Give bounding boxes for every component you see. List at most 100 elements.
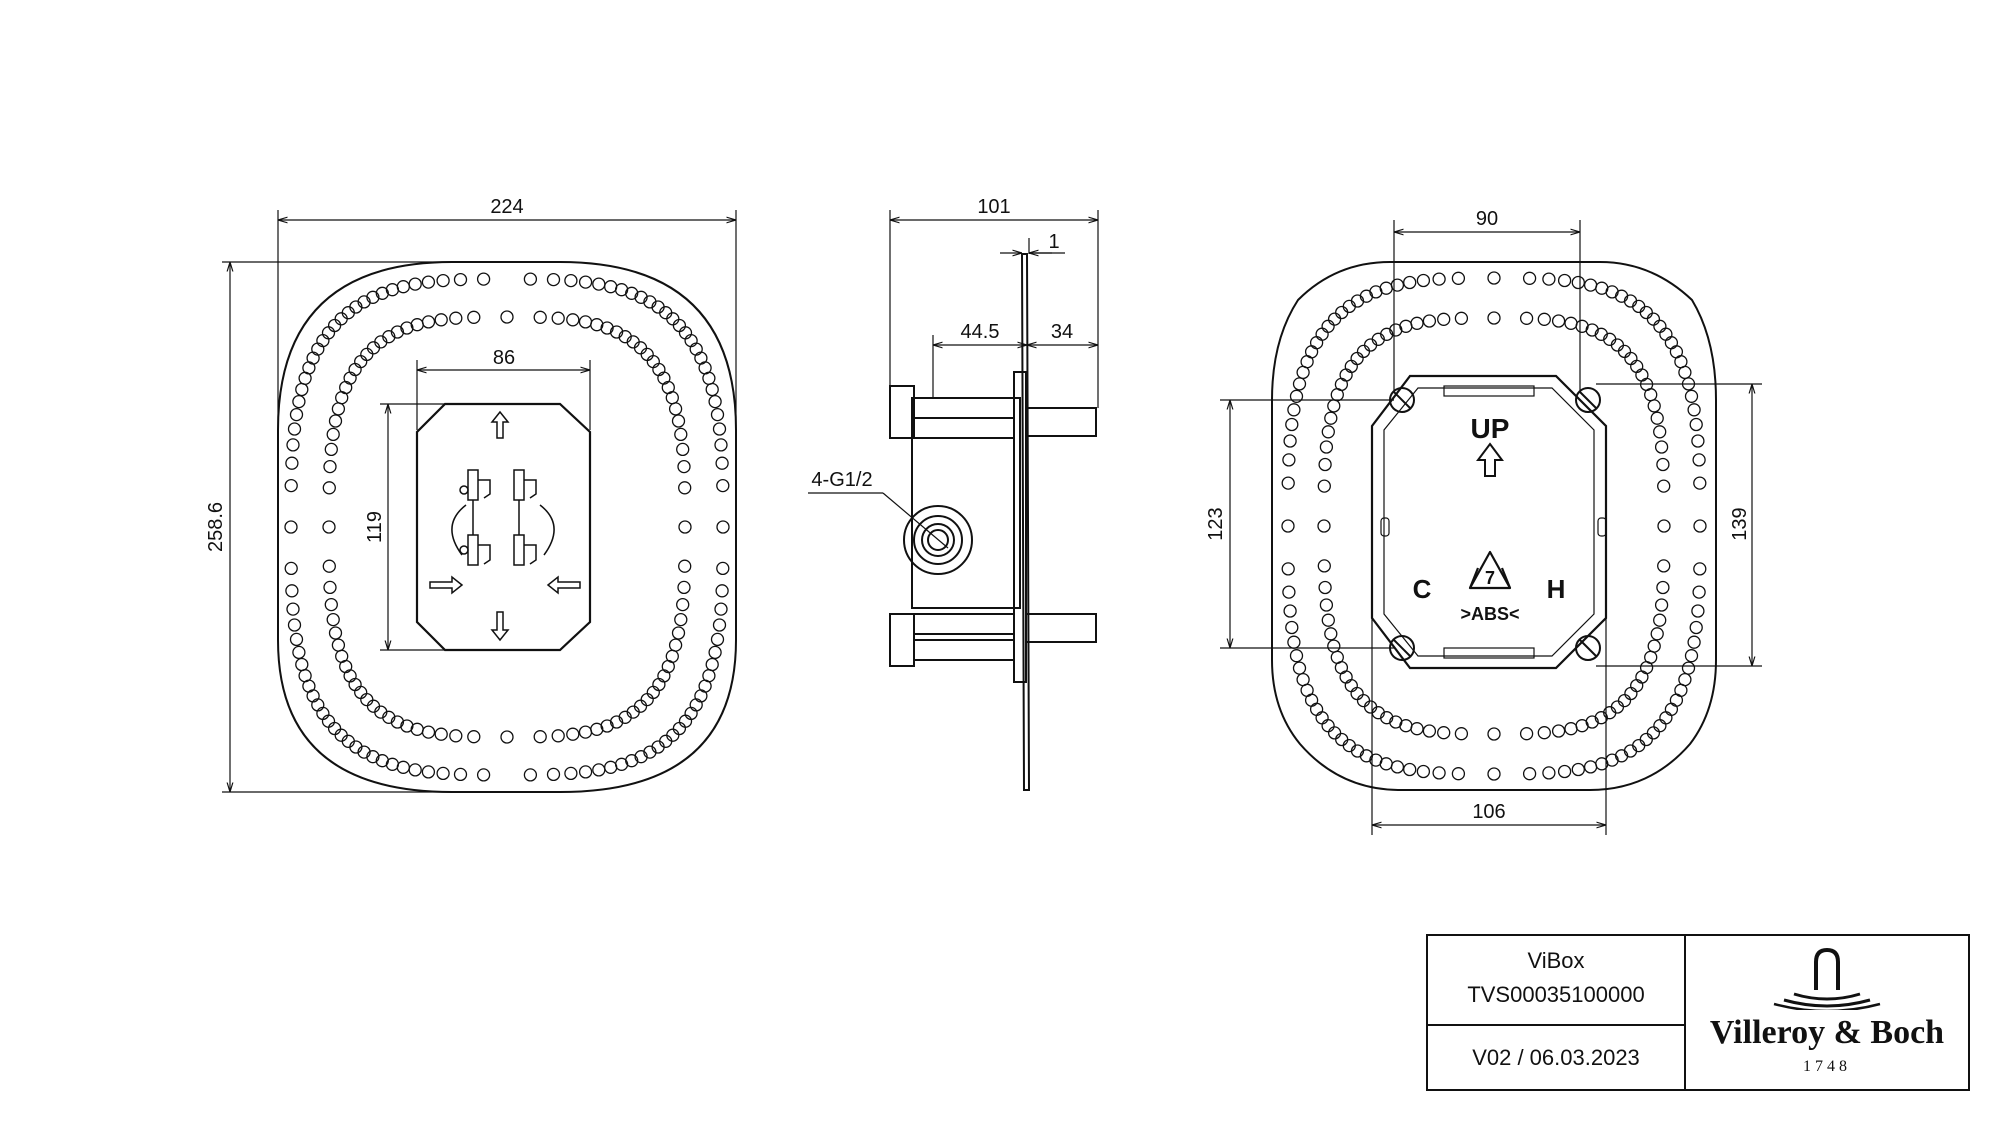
mounting-hole: [1309, 702, 1324, 716]
mounting-hole: [678, 714, 693, 728]
mounting-hole: [689, 698, 703, 712]
brand-name: Villeroy & Boch: [1709, 1014, 1945, 1051]
mounting-hole: [322, 559, 336, 573]
mounting-hole: [1330, 650, 1344, 664]
mounting-hole: [533, 310, 547, 324]
mounting-hole: [1282, 585, 1296, 599]
mounting-hole: [694, 689, 708, 703]
mounting-hole: [285, 456, 299, 470]
mounting-hole: [360, 347, 374, 362]
mounting-hole: [578, 275, 593, 289]
mounting-hole: [1624, 686, 1638, 701]
mounting-hole: [564, 766, 578, 781]
mounting-hole: [1575, 719, 1589, 733]
mounting-hole: [1283, 604, 1297, 618]
mounting-hole: [1281, 476, 1295, 490]
mounting-hole: [676, 442, 690, 457]
mounting-hole: [1650, 411, 1664, 425]
mounting-hole: [326, 427, 340, 442]
mounting-hole: [1359, 289, 1374, 303]
arrow-up-icon: [1476, 442, 1504, 477]
mounting-hole: [1693, 562, 1707, 576]
mounting-hole: [1557, 764, 1572, 779]
mounting-hole: [295, 382, 309, 397]
mounting-hole: [1454, 311, 1469, 325]
mounting-hole: [684, 706, 698, 721]
mounting-hole: [1594, 711, 1608, 725]
mounting-hole: [1334, 377, 1349, 392]
mounting-hole: [671, 414, 686, 428]
mounting-hole: [1454, 727, 1469, 741]
mounting-hole: [705, 657, 719, 672]
mounting-hole: [1422, 314, 1437, 328]
mounting-hole: [467, 310, 481, 324]
mounting-hole: [625, 286, 639, 300]
mounting-hole: [1281, 519, 1295, 533]
mounting-hole: [1653, 613, 1667, 627]
mounting-hole: [1487, 767, 1501, 781]
mounting-hole: [600, 321, 614, 335]
dim-side-plate: 1: [1048, 231, 1059, 253]
mounting-hole: [609, 715, 624, 729]
mounting-hole: [1564, 722, 1578, 736]
mounting-hole: [385, 283, 400, 297]
mounting-hole: [1335, 305, 1349, 320]
mounting-hole: [1542, 272, 1556, 286]
recycle-number: 7: [1485, 568, 1495, 588]
mounting-hole: [1363, 338, 1378, 352]
mounting-hole: [1410, 722, 1424, 736]
mounting-hole: [1319, 440, 1334, 454]
mounting-hole: [640, 347, 654, 362]
dim-back-left: 123: [1205, 507, 1227, 540]
mounting-hole: [500, 310, 514, 324]
mounting-hole: [1630, 359, 1644, 374]
mounting-hole: [434, 727, 448, 741]
mounting-hole: [1537, 312, 1551, 326]
mounting-hole: [689, 342, 703, 356]
mounting-hole: [1639, 660, 1654, 675]
dim-front-height-inner: 119: [364, 511, 386, 543]
mounting-hole: [500, 730, 514, 744]
mounting-hole: [677, 459, 691, 474]
mounting-hole: [1585, 323, 1599, 337]
mounting-hole: [546, 767, 561, 782]
mounting-hole: [1296, 672, 1310, 687]
mounting-hole: [354, 685, 368, 700]
mounting-hole: [657, 371, 671, 385]
brand-year: 1748: [1803, 1058, 1851, 1075]
mounting-hole: [396, 760, 410, 774]
mounting-hole: [1659, 711, 1673, 725]
mounting-hole: [1317, 519, 1331, 533]
mounting-hole: [1380, 327, 1394, 341]
mounting-hole: [668, 638, 683, 652]
mounting-hole: [1416, 273, 1431, 288]
mounting-hole: [614, 757, 629, 771]
mounting-hole: [311, 342, 325, 356]
mounting-hole: [390, 325, 405, 339]
mounting-hole: [657, 669, 671, 683]
mounting-hole: [1632, 299, 1646, 314]
mounting-hole: [1327, 726, 1342, 740]
mounting-hole: [672, 318, 687, 333]
mounting-hole: [668, 402, 683, 416]
mounting-hole: [1289, 649, 1304, 663]
mounting-hole: [1647, 639, 1661, 653]
mounting-hole: [1350, 294, 1365, 308]
mounting-hole: [715, 456, 729, 470]
mounting-hole: [1610, 700, 1625, 714]
mounting-hole: [1571, 275, 1585, 290]
mounting-hole: [712, 422, 727, 436]
mounting-hole: [678, 326, 693, 340]
mounting-hole: [287, 618, 302, 632]
mounting-hole: [289, 407, 304, 422]
mounting-hole: [1403, 275, 1417, 290]
mounting-hole: [1693, 476, 1707, 490]
mounting-hole: [1664, 702, 1679, 716]
mounting-hole: [323, 580, 337, 595]
mounting-hole: [449, 729, 463, 743]
mounting-hole: [1315, 327, 1329, 341]
mounting-hole: [1678, 365, 1692, 380]
mounting-hole: [1691, 604, 1705, 618]
mounting-hole: [1624, 351, 1638, 366]
mounting-hole: [286, 602, 300, 616]
